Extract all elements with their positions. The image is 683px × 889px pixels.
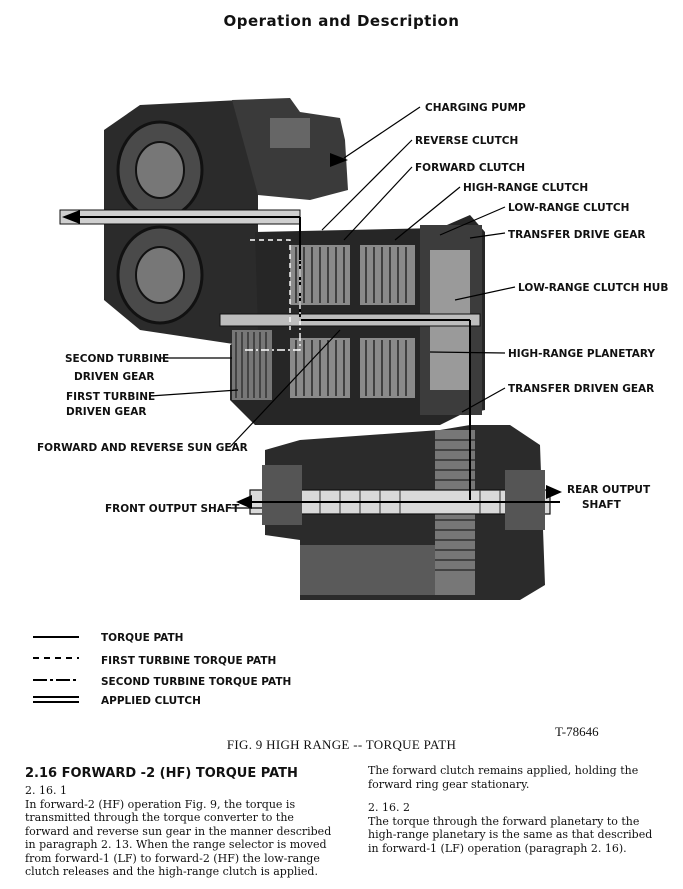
label-high-range-clutch: HIGH-RANGE CLUTCH — [463, 182, 588, 194]
legend-second-turbine: SECOND TURBINE TORQUE PATH — [101, 676, 292, 688]
label-second-turbine-2: DRIVEN GEAR — [74, 371, 154, 383]
leader-lines — [149, 106, 516, 509]
paragraph-2-16-2: The torque through the forward planetary… — [368, 814, 653, 855]
legend-dashdot-line — [33, 679, 79, 681]
label-rear-output-2: SHAFT — [582, 499, 622, 511]
label-second-turbine-1: SECOND TURBINE — [65, 353, 169, 365]
transmission-housing — [59, 98, 562, 600]
subsection-number-2-16-2: 2. 16. 2 — [368, 801, 410, 814]
label-high-range-planetary: HIGH-RANGE PLANETARY — [508, 348, 655, 360]
legend-torque-path: TORQUE PATH — [101, 632, 184, 644]
label-reverse-clutch: REVERSE CLUTCH — [415, 135, 518, 147]
page-header: Operation and Description — [223, 12, 460, 30]
right-column: The forward clutch remains applied, hold… — [368, 764, 666, 855]
label-sun-gear: FORWARD AND REVERSE SUN GEAR — [37, 442, 248, 454]
label-transfer-drive-gear: TRANSFER DRIVE GEAR — [508, 229, 645, 241]
left-column: 2. 16. 1 In forward-2 (HF) operation Fig… — [25, 784, 335, 879]
label-front-output: FRONT OUTPUT SHAFT — [105, 503, 240, 515]
subsection-number-2-16-1: 2. 16. 1 — [25, 784, 67, 797]
label-first-turbine-2: DRIVEN GEAR — [66, 406, 146, 418]
label-charging-pump: CHARGING PUMP — [425, 102, 526, 114]
label-low-range-clutch-hub: LOW-RANGE CLUTCH HUB — [518, 282, 668, 294]
label-rear-output-1: REAR OUTPUT — [567, 484, 651, 496]
legend-first-turbine: FIRST TURBINE TORQUE PATH — [101, 655, 277, 667]
section-title: 2.16 FORWARD -2 (HF) TORQUE PATH — [25, 766, 298, 781]
paragraph-forward-clutch: The forward clutch remains applied, hold… — [368, 764, 639, 791]
label-first-turbine-1: FIRST TURBINE — [66, 391, 155, 403]
paragraph-2-16-1: In forward-2 (HF) operation Fig. 9, the … — [25, 797, 332, 879]
legend-dashed-line — [33, 657, 79, 659]
label-forward-clutch: FORWARD CLUTCH — [415, 162, 525, 174]
legend-applied-clutch: APPLIED CLUTCH — [101, 695, 201, 707]
legend-solid-line — [33, 636, 79, 638]
transmission-cutaway-diagram: CHARGING PUMP REVERSE CLUTCH FORWARD CLU… — [37, 98, 668, 600]
figure-caption: FIG. 9 HIGH RANGE -- TORQUE PATH — [226, 737, 457, 752]
legend-double-line — [33, 696, 79, 703]
label-transfer-driven-gear: TRANSFER DRIVEN GEAR — [508, 383, 654, 395]
label-low-range-clutch: LOW-RANGE CLUTCH — [508, 202, 629, 214]
figure-reference-number: T-78646 — [555, 724, 599, 739]
